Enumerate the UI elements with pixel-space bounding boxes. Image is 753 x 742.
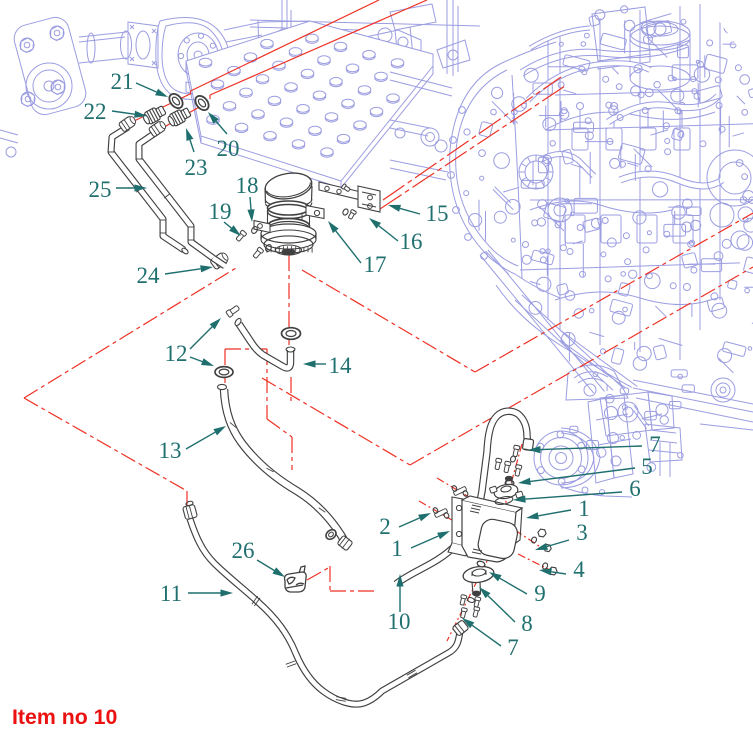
svg-text:16: 16 xyxy=(400,229,423,254)
svg-text:13: 13 xyxy=(159,438,182,463)
svg-text:8: 8 xyxy=(521,611,533,636)
svg-text:18: 18 xyxy=(236,173,259,198)
svg-text:11: 11 xyxy=(160,581,182,606)
svg-text:17: 17 xyxy=(364,252,387,277)
svg-text:20: 20 xyxy=(217,136,240,161)
svg-text:23: 23 xyxy=(185,155,208,180)
svg-text:24: 24 xyxy=(137,263,161,288)
svg-text:10: 10 xyxy=(388,609,411,634)
svg-text:Item no 10: Item no 10 xyxy=(12,705,117,729)
svg-text:1: 1 xyxy=(391,536,403,561)
svg-text:7: 7 xyxy=(649,432,661,457)
svg-text:5: 5 xyxy=(641,454,653,479)
svg-text:15: 15 xyxy=(426,201,449,226)
svg-text:6: 6 xyxy=(629,476,641,501)
svg-text:22: 22 xyxy=(84,99,107,124)
svg-text:26: 26 xyxy=(232,538,255,563)
svg-text:1: 1 xyxy=(578,496,590,521)
svg-text:9: 9 xyxy=(534,581,546,606)
svg-text:12: 12 xyxy=(165,341,188,366)
svg-text:21: 21 xyxy=(111,69,134,94)
svg-text:19: 19 xyxy=(209,199,232,224)
svg-text:7: 7 xyxy=(507,635,519,660)
svg-text:25: 25 xyxy=(89,177,112,202)
svg-text:2: 2 xyxy=(379,514,391,539)
svg-text:4: 4 xyxy=(573,557,585,582)
svg-text:3: 3 xyxy=(576,520,588,545)
svg-text:14: 14 xyxy=(329,353,353,378)
